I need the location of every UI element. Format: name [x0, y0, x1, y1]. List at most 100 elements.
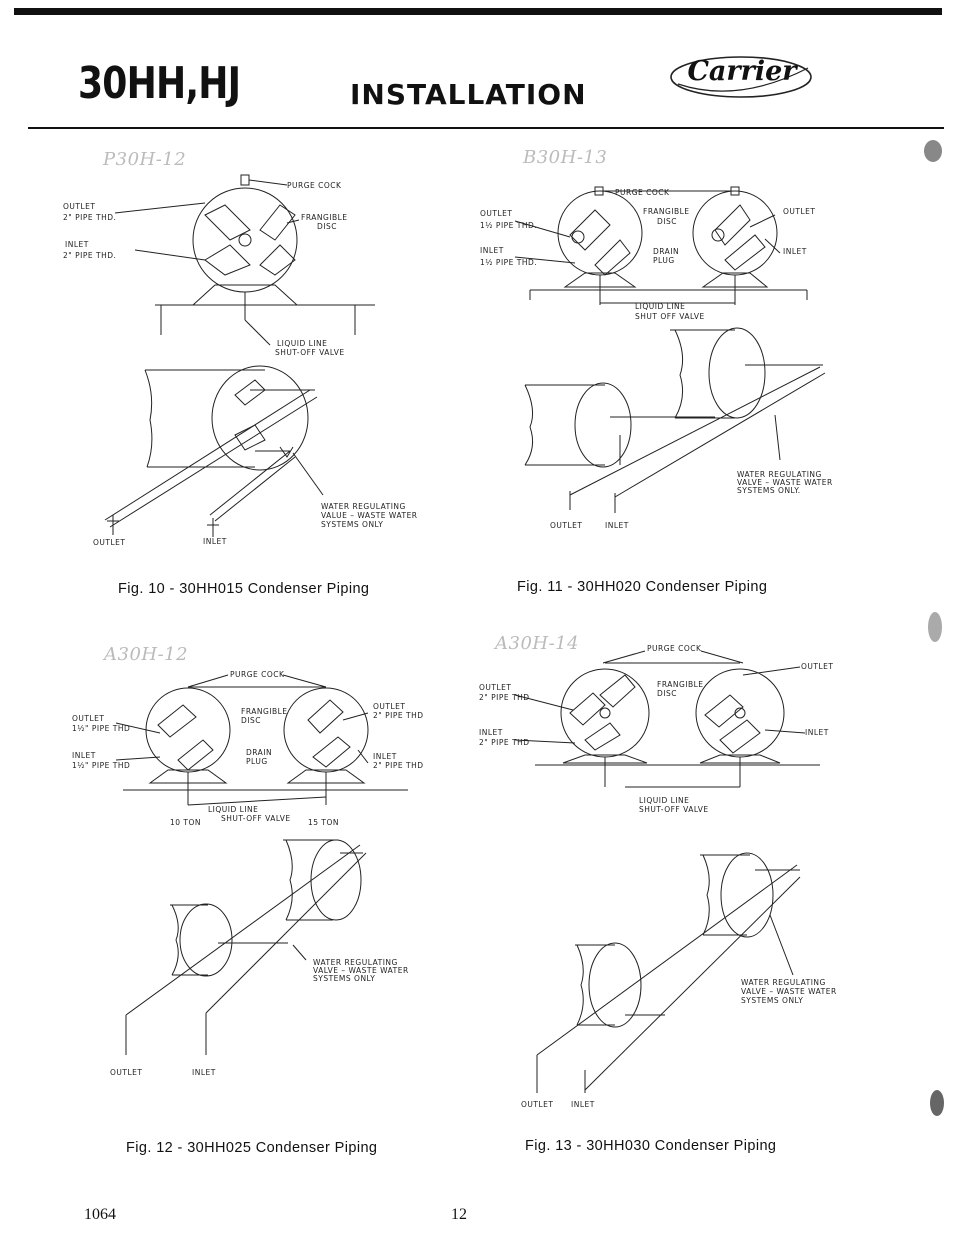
condenser-end-right — [695, 668, 785, 758]
figure-10-caption: Fig. 10 - 30HH015 Condenser Piping — [118, 581, 370, 597]
figure-12-caption: Fig. 12 - 30HH025 Condenser Piping — [126, 1140, 378, 1156]
label-purge-cock: PURGE COCK — [287, 181, 342, 190]
label-outlet-size: 1½" PIPE THD — [72, 724, 130, 733]
label-outlet-bottom: OUTLET — [521, 1100, 553, 1109]
label-liquid-line: LIQUID LINE — [277, 339, 327, 348]
label-frangible-disc-2: DISC — [657, 217, 677, 226]
label-waste-water: VALVE – WASTE WATER — [741, 987, 837, 996]
label-purge-cock: PURGE COCK — [615, 188, 670, 197]
label-water-regulating: WATER REGULATING — [313, 958, 398, 967]
condenser-shell — [211, 365, 309, 471]
label-waste-water: VALVE – WASTE WATER — [313, 966, 409, 975]
label-inlet-bottom: INLET — [192, 1068, 216, 1077]
label-inlet: INLET — [65, 240, 89, 249]
label-outlet-size: 2" PIPE THD. — [63, 213, 116, 222]
label-inlet-right: INLET — [783, 247, 807, 256]
top-rule — [14, 8, 942, 15]
label-drain: DRAIN — [246, 748, 272, 757]
label-waste-water: VALUE – WASTE WATER — [321, 511, 418, 520]
label-outlet-right-size: 2" PIPE THD — [373, 711, 423, 720]
label-frangible-disc: FRANGIBLE — [241, 707, 288, 716]
label-outlet: OUTLET — [72, 714, 104, 723]
label-outlet-right: OUTLET — [373, 702, 405, 711]
label-frangible-disc-2: DISC — [241, 716, 261, 725]
section-title: INSTALLATION — [350, 78, 587, 111]
label-inlet: INLET — [72, 751, 96, 760]
label-inlet-right-size: 2" PIPE THD — [373, 761, 423, 770]
label-systems-only: SYSTEMS ONLY — [313, 974, 375, 983]
label-shutoff-valve: SHUT-OFF VALVE — [639, 805, 709, 814]
document-number: 1064 — [84, 1206, 116, 1223]
label-inlet-size: 1½ PIPE THD. — [480, 258, 537, 267]
label-purge-cock: PURGE COCK — [230, 670, 285, 679]
label-water-regulating: WATER REGULATING — [741, 978, 826, 987]
label-inlet-bottom: INLET — [605, 521, 629, 530]
label-frangible-disc-2: DISC — [657, 689, 677, 698]
page-number: 12 — [451, 1206, 467, 1223]
label-15-ton: 15 TON — [308, 818, 339, 827]
label-10-ton: 10 TON — [170, 818, 201, 827]
label-inlet: INLET — [480, 246, 504, 255]
label-waste-water: VALVE – WASTE WATER — [737, 478, 833, 487]
label-frangible-disc: FRANGIBLE — [301, 213, 348, 222]
label-inlet-size: 2" PIPE THD — [479, 738, 529, 747]
label-inlet: INLET — [479, 728, 503, 737]
figure-13-diagram: A30H-14 PURGE COCK OUTLET 2" PIPE THD IN… — [479, 633, 837, 1109]
label-liquid-line: LIQUID LINE — [639, 796, 689, 805]
label-purge-cock: PURGE COCK — [647, 644, 702, 653]
figure-10-diagram: P30H-12 PURGE COCK OUTLET 2" PIPE THD. I… — [63, 149, 418, 547]
label-outlet-bottom: OUTLET — [93, 538, 125, 547]
condenser-end — [192, 187, 298, 293]
handwritten-note: A30H-12 — [102, 644, 188, 665]
label-outlet-right: OUTLET — [783, 207, 815, 216]
label-shutoff-valve: SHUT-OFF VALVE — [275, 348, 345, 357]
handwritten-note: B30H-13 — [522, 147, 607, 168]
label-frangible-disc: FRANGIBLE — [643, 207, 690, 216]
label-outlet-bottom: OUTLET — [110, 1068, 142, 1077]
header-rule — [28, 127, 944, 129]
label-systems-only: SYSTEMS ONLY — [321, 520, 383, 529]
label-liquid-line: LIQUID LINE — [635, 302, 685, 311]
margin-mark — [928, 612, 942, 642]
condenser-end-15ton — [283, 687, 369, 773]
label-systems-only: SYSTEMS ONLY — [741, 996, 803, 1005]
label-outlet-size: 1½ PIPE THD. — [480, 221, 537, 230]
margin-mark — [930, 1090, 944, 1116]
label-outlet: OUTLET — [63, 202, 95, 211]
label-systems-only: SYSTEMS ONLY. — [737, 486, 801, 495]
label-drain-plug: PLUG — [653, 256, 675, 265]
label-outlet-bottom: OUTLET — [550, 521, 582, 530]
label-water-regulating: WATER REGULATING — [321, 502, 406, 511]
tube-bundle — [204, 204, 296, 276]
label-inlet-size: 2" PIPE THD. — [63, 251, 116, 260]
label-frangible-disc-2: DISC — [317, 222, 337, 231]
label-outlet: OUTLET — [480, 209, 512, 218]
label-liquid-line: LIQUID LINE — [208, 805, 258, 814]
label-outlet: OUTLET — [479, 683, 511, 692]
handwritten-note: P30H-12 — [102, 149, 186, 170]
label-inlet-size: 1½" PIPE THD — [72, 761, 130, 770]
label-frangible-disc: FRANGIBLE — [657, 680, 704, 689]
condenser-end-10ton — [145, 687, 231, 773]
label-drain: DRAIN — [653, 247, 679, 256]
model-number: 30HH,HJ — [78, 58, 241, 109]
label-shutoff-valve: SHUT-OFF VALVE — [221, 814, 291, 823]
label-water-regulating: WATER REGULATING — [737, 470, 822, 479]
label-outlet-size: 2" PIPE THD — [479, 693, 529, 702]
label-inlet-right: INLET — [805, 728, 829, 737]
carrier-logo — [670, 56, 812, 98]
figure-11-caption: Fig. 11 - 30HH020 Condenser Piping — [517, 579, 768, 595]
label-inlet-bottom: INLET — [571, 1100, 595, 1109]
label-inlet-bottom: INLET — [203, 537, 227, 546]
label-inlet-right: INLET — [373, 752, 397, 761]
handwritten-note: A30H-14 — [493, 633, 579, 654]
figure-12-diagram: A30H-12 PURGE COCK OUTLET 1½" PIPE THD I… — [72, 644, 423, 1077]
label-drain-plug: PLUG — [246, 757, 268, 766]
label-shutoff-valve: SHUT OFF VALVE — [635, 312, 705, 321]
margin-mark — [924, 140, 942, 162]
label-outlet-right: OUTLET — [801, 662, 833, 671]
brand-name: Carrier — [687, 56, 797, 87]
figure-13-caption: Fig. 13 - 30HH030 Condenser Piping — [525, 1138, 777, 1154]
condenser-end-15ton — [692, 190, 778, 276]
figure-11-diagram: B30H-13 PURGE COCK OUTLET 1½ PIPE THD. I… — [480, 147, 833, 530]
